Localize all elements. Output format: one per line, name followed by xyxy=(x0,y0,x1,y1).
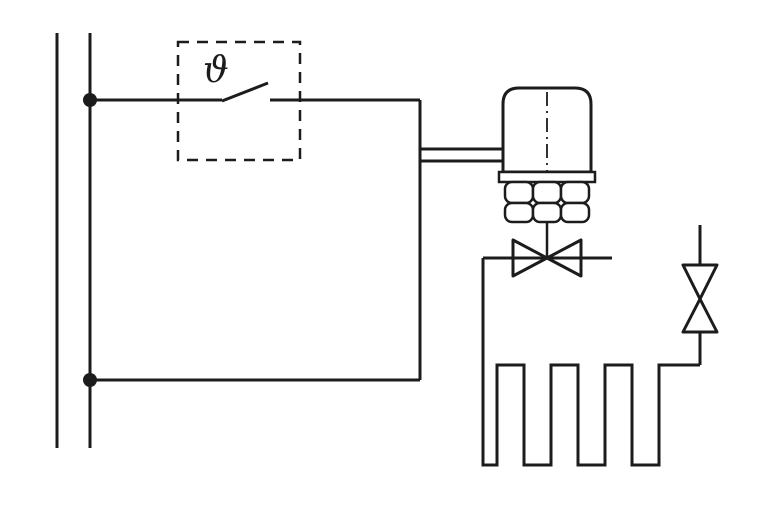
manual-valve-upper-triangle xyxy=(681,263,719,301)
thermostat-switch: ϑ xyxy=(176,40,302,162)
heating-coil xyxy=(481,258,700,467)
nut-bump xyxy=(531,201,563,224)
nut-bump xyxy=(559,201,591,224)
nut-bump xyxy=(503,201,535,224)
thermal-actuator xyxy=(497,86,597,258)
coupling-nut xyxy=(503,180,591,224)
thermostat-boundary-box xyxy=(176,40,302,162)
nut-bump xyxy=(531,180,563,205)
motorized-valve xyxy=(483,238,612,278)
valve-body-right-triangle xyxy=(545,238,583,278)
manual-valve-lower-triangle xyxy=(681,297,719,334)
nut-bump xyxy=(559,180,591,205)
actuator-flange xyxy=(497,170,597,184)
coil-serpentine-path xyxy=(481,258,700,467)
control-wiring xyxy=(90,98,504,382)
nut-bump xyxy=(503,180,535,205)
thermostat-theta-label: ϑ xyxy=(203,50,229,91)
power-supply-rails xyxy=(55,33,97,448)
manual-valve xyxy=(681,225,719,365)
switch-blade xyxy=(221,81,269,103)
valve-body-left-triangle xyxy=(511,238,549,278)
